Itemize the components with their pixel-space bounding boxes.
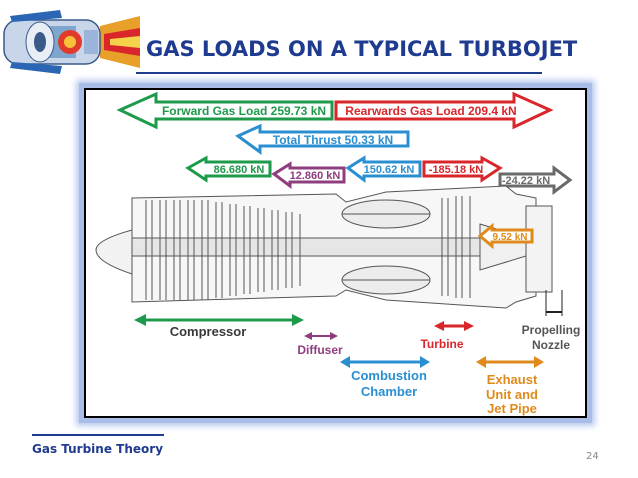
combustion-label-1: Combustion	[351, 368, 427, 383]
exhaust-label-3: Jet Pipe	[487, 401, 537, 416]
nozzle-load-arrow: -24.22 kN	[498, 165, 573, 195]
turbine-blades	[441, 196, 471, 298]
propelling-label-1: Propelling	[522, 323, 581, 337]
combustion-label-2: Chamber	[361, 384, 417, 399]
exhaust-label-1: Exhaust	[487, 372, 538, 387]
combustion-load-arrow: 150.62 kN	[345, 155, 422, 183]
rearwards-gas-load-label: Rearwards Gas Load 209.4 kN	[345, 104, 516, 118]
compressor-blades	[145, 200, 301, 300]
diffuser-load-label: 12.860 kN	[290, 170, 341, 182]
exhaust-load-label: 9.52 kN	[492, 232, 527, 243]
compressor-span: Compressor	[134, 314, 304, 339]
slide-title: GAS LOADS ON A TYPICAL TURBOJET	[146, 37, 578, 61]
total-thrust-arrow: Total Thrust 50.33 kN	[235, 123, 410, 155]
compressor-load-arrow: 86.680 kN	[185, 155, 272, 183]
nozzle-load-label: -24.22 kN	[502, 175, 550, 187]
engine-cutaway	[95, 185, 553, 309]
diffuser-label: Diffuser	[297, 343, 343, 357]
compressor-load-label: 86.680 kN	[214, 164, 265, 176]
total-thrust-label: Total Thrust 50.33 kN	[273, 133, 393, 147]
forward-gas-load-arrow: Forward Gas Load 259.73 kN	[116, 91, 334, 130]
turbojet-diagram: Forward Gas Load 259.73 kN Rearwards Gas…	[95, 91, 581, 416]
diffuser-span: Diffuser	[297, 332, 343, 357]
exhaust-unit-span: Exhaust Unit and Jet Pipe	[476, 356, 544, 416]
footer-text: Gas Turbine Theory	[32, 442, 164, 456]
turbine-label: Turbine	[420, 337, 463, 351]
compressor-label: Compressor	[170, 324, 247, 339]
turbine-load-arrow: -185.18 kN	[422, 155, 503, 183]
turbine-span: Turbine	[420, 321, 474, 351]
turbine-load-label: -185.18 kN	[429, 164, 483, 176]
diagram-panel: Forward Gas Load 259.73 kN Rearwards Gas…	[84, 88, 587, 418]
propelling-label-2: Nozzle	[532, 338, 570, 352]
propelling-nozzle-span: Propelling Nozzle	[522, 290, 581, 352]
turbojet-logo-icon	[0, 6, 140, 76]
title-underline	[136, 72, 542, 74]
exhaust-load-arrow: 9.52 kN	[477, 222, 534, 250]
combustion-load-label: 150.62 kN	[364, 164, 415, 176]
forward-gas-load-label: Forward Gas Load 259.73 kN	[162, 104, 326, 118]
rearwards-gas-load-arrow: Rearwards Gas Load 209.4 kN	[334, 91, 554, 130]
page-number: 24	[586, 451, 599, 462]
diffuser-load-arrow: 12.860 kN	[271, 161, 346, 189]
combustion-chamber-span: Combustion Chamber	[340, 356, 430, 399]
footer-rule	[32, 434, 164, 436]
exhaust-label-2: Unit and	[486, 387, 538, 402]
